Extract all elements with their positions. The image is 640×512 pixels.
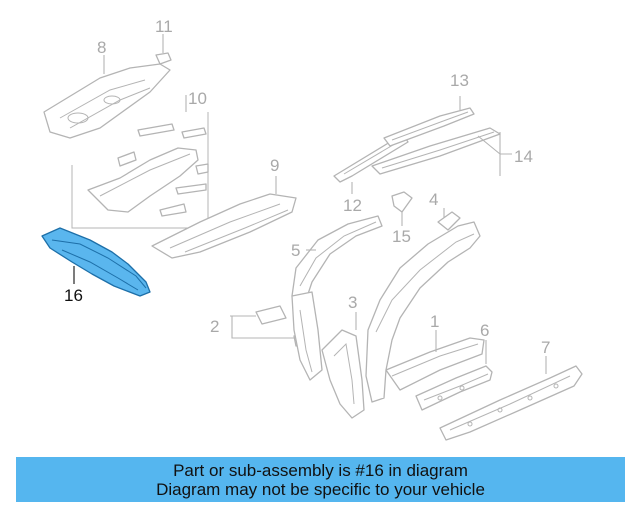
part-3 — [321, 312, 365, 419]
part-5 — [291, 215, 383, 301]
callout-8: 8 — [97, 38, 106, 57]
banner-line-2: Diagram may not be specific to your vehi… — [156, 480, 485, 499]
part-16-highlighted — [41, 227, 151, 297]
callout-10: 10 — [188, 89, 207, 108]
a-pillar-lower — [291, 291, 323, 381]
part-9 — [151, 176, 297, 259]
part-10 — [71, 95, 209, 229]
part-14 — [371, 127, 512, 176]
callout-2: 2 — [210, 317, 219, 336]
callout-1: 1 — [430, 312, 439, 331]
callout-3: 3 — [348, 293, 357, 312]
parts-diagram: 11 8 10 9 13 14 12 4 15 5 2 3 1 6 7 16 — [41, 17, 583, 441]
banner-line-1: Part or sub-assembly is #16 in diagram — [173, 461, 468, 480]
part-4 — [437, 208, 461, 231]
callout-9: 9 — [270, 156, 279, 175]
part-7 — [439, 356, 583, 441]
callout-12: 12 — [343, 196, 362, 215]
callout-4: 4 — [429, 190, 438, 209]
part-15 — [391, 191, 413, 226]
callout-5: 5 — [291, 241, 300, 260]
part-1 — [365, 221, 485, 403]
part-6 — [415, 340, 493, 411]
callout-15: 15 — [392, 227, 411, 246]
info-banner: Part or sub-assembly is #16 in diagram D… — [16, 457, 625, 502]
callout-11: 11 — [155, 17, 173, 36]
callout-13: 13 — [450, 71, 469, 90]
part-11 — [155, 34, 172, 65]
callout-16: 16 — [64, 286, 83, 305]
part-13 — [383, 96, 475, 147]
callout-7: 7 — [541, 338, 550, 357]
callout-6: 6 — [480, 321, 489, 340]
callout-14: 14 — [514, 147, 533, 166]
part-8 — [43, 55, 171, 139]
